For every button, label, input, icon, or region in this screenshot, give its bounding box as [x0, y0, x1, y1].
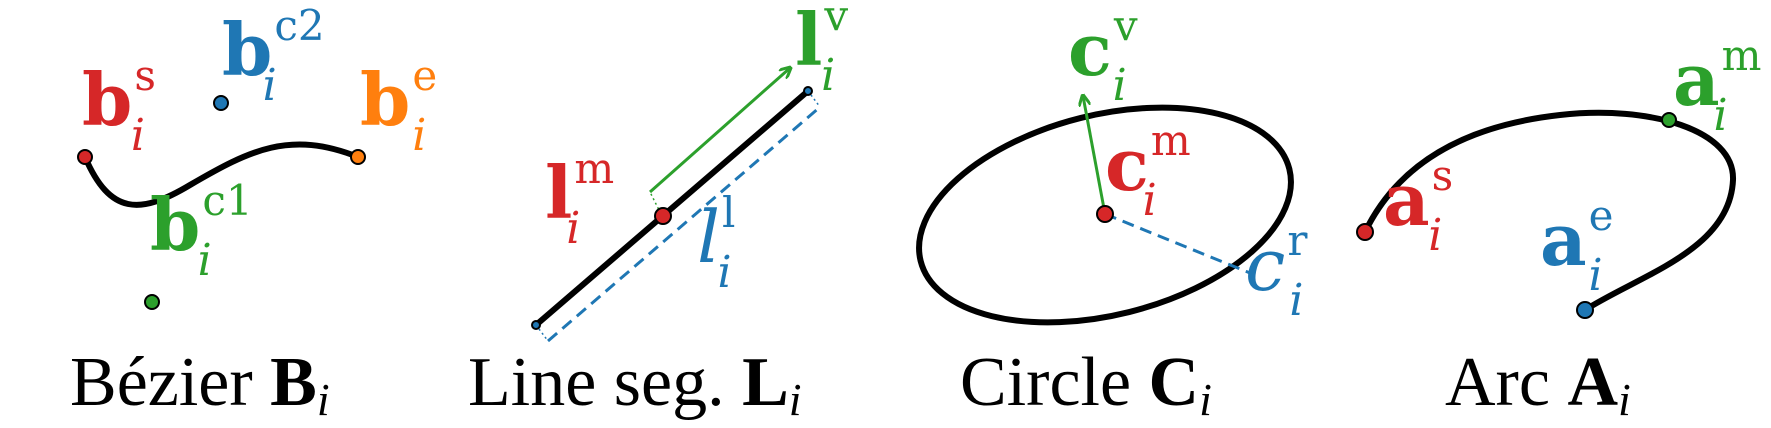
bezier-c1-point	[144, 294, 160, 310]
caption-bezier: Bézier Bi	[70, 344, 330, 425]
line-length-tick-start	[535, 324, 549, 342]
line-mid-point	[654, 207, 672, 225]
line-length-dashed	[547, 105, 821, 343]
circle-radius-dashed	[1104, 212, 1251, 275]
bezier-end-point	[350, 149, 366, 165]
bezier-curve	[82, 141, 360, 208]
bezier-start-point	[77, 149, 93, 165]
caption-arc: Arc Ai	[1445, 344, 1631, 425]
arc-start-point	[1356, 223, 1374, 241]
arc-mid-point	[1661, 112, 1677, 128]
bezier-c2-point	[213, 95, 229, 111]
arc-curve	[1362, 109, 1737, 313]
line-segment	[534, 88, 810, 328]
circle-mid-point	[1096, 205, 1114, 223]
arc-end-point	[1576, 301, 1594, 319]
caption-line: Line seg. Li	[468, 344, 802, 425]
circle-ellipse	[916, 104, 1294, 326]
caption-circle: Circle Ci	[960, 344, 1212, 425]
line-length-tick-end	[807, 90, 821, 108]
line-vector-arrow	[649, 68, 790, 194]
circle-vector-arrow	[1083, 96, 1107, 215]
